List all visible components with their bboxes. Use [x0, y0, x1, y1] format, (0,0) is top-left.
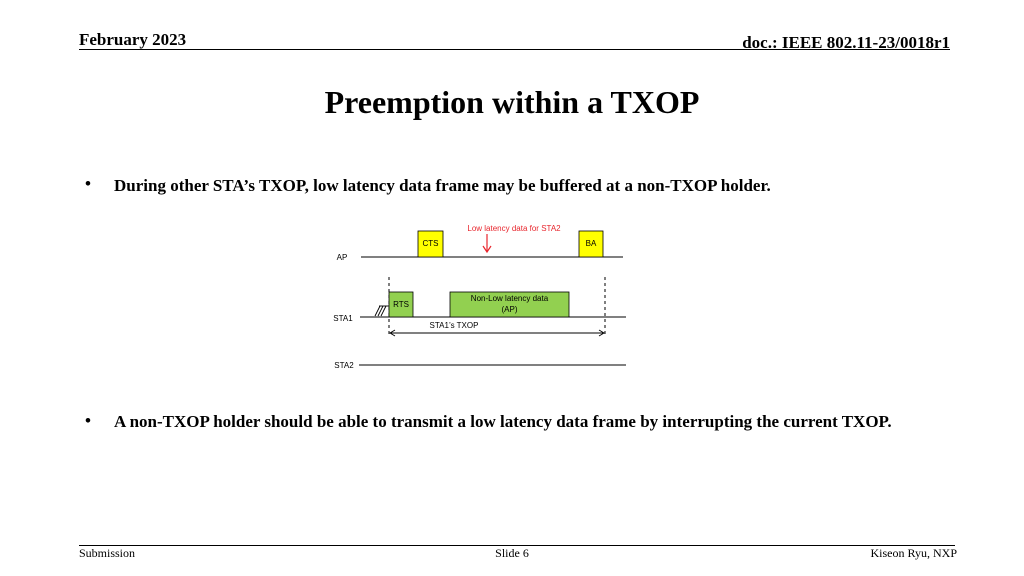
bullet-marker: • [85, 174, 91, 193]
rts-label: RTS [393, 300, 409, 309]
annotation-arrow-head [482, 245, 492, 254]
slide-title: Preemption within a TXOP [324, 84, 700, 120]
row-label-sta2: STA2 [334, 361, 354, 370]
row-label-ap: AP [337, 253, 348, 262]
row-label-sta1: STA1 [333, 314, 353, 323]
cts-frame [417, 230, 444, 258]
footer-submission: Submission [79, 546, 136, 560]
header-date: February 2023 [79, 30, 187, 49]
footer-author: Kiseon Ryu, NXP [870, 546, 957, 560]
header-doc-id: doc.: IEEE 802.11-23/0018r1 [742, 33, 950, 52]
data-frame-label-line2: (AP) [502, 305, 518, 314]
low-latency-annotation: Low latency data for STA2 [467, 224, 561, 233]
footer-slide-number: Slide 6 [495, 546, 529, 560]
ba-frame [578, 230, 604, 258]
txop-span-label: STA1’s TXOP [430, 321, 479, 330]
data-frame-label-line1: Non-Low latency data [471, 294, 549, 303]
ba-label: BA [586, 239, 597, 248]
txop-span-right-arrow [598, 329, 605, 337]
cts-label: CTS [423, 239, 439, 248]
bullet-text: A non-TXOP holder should be able to tran… [114, 412, 892, 431]
footer-divider [79, 545, 955, 546]
rts-frame [388, 291, 414, 318]
bullet-marker: • [85, 411, 91, 430]
header-divider [79, 49, 950, 50]
txop-span-left-arrow [389, 329, 396, 337]
non-low-latency-data-frame [449, 291, 570, 318]
backoff-hatch-icon [374, 305, 389, 317]
bullet-text: During other STA’s TXOP, low latency dat… [114, 176, 771, 195]
txop-timing-diagram: Low latency data for STA2 AP CTS BA STA1… [333, 224, 626, 370]
